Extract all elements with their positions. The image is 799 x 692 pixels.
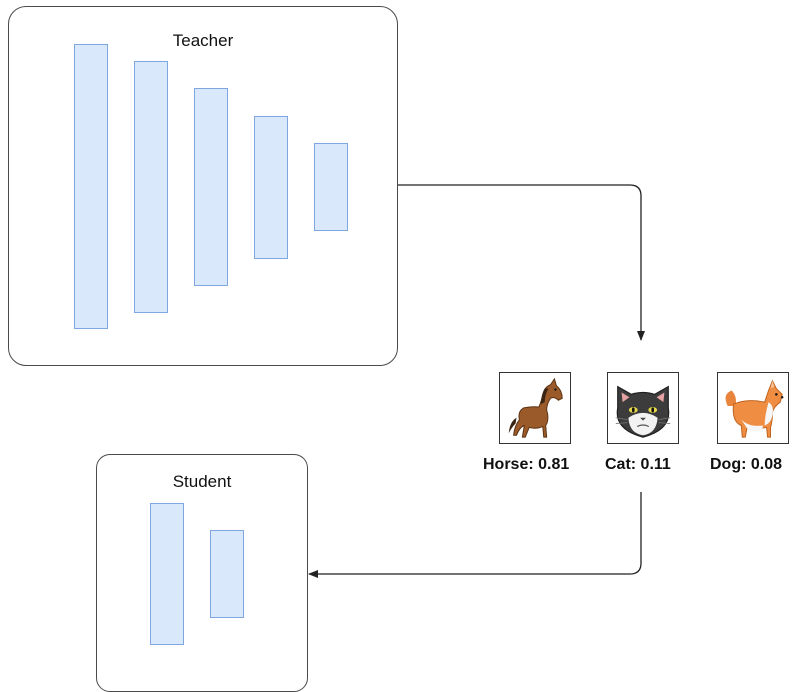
cat-icon: [615, 385, 671, 438]
horse-probability-label: Horse: 0.81: [483, 456, 570, 473]
teacher-model-box: Teacher: [8, 6, 398, 366]
teacher-layer-4: [254, 116, 288, 259]
horse-icon: [508, 377, 563, 438]
student-model-box: Student: [96, 454, 308, 692]
cat-image: [607, 372, 679, 444]
teacher-layer-1: [74, 44, 108, 329]
student-title: Student: [172, 472, 232, 491]
teacher-title: Teacher: [172, 31, 234, 50]
dog-probability-label: Dog: 0.08: [710, 456, 783, 473]
student-layer-2: [210, 530, 244, 618]
teacher-layer-3: [194, 88, 228, 286]
dog-icon: [725, 379, 784, 438]
teacher-layer-2: [134, 61, 168, 313]
teacher-layer-5: [314, 143, 348, 231]
soft-labels-to-student-arrow: [308, 492, 642, 578]
student-layer-1: [150, 503, 184, 645]
cat-probability-label: Cat: 0.11: [605, 456, 671, 473]
dog-image: [717, 372, 789, 444]
teacher-to-soft-labels-arrow: [398, 184, 645, 341]
horse-image: [499, 372, 571, 444]
